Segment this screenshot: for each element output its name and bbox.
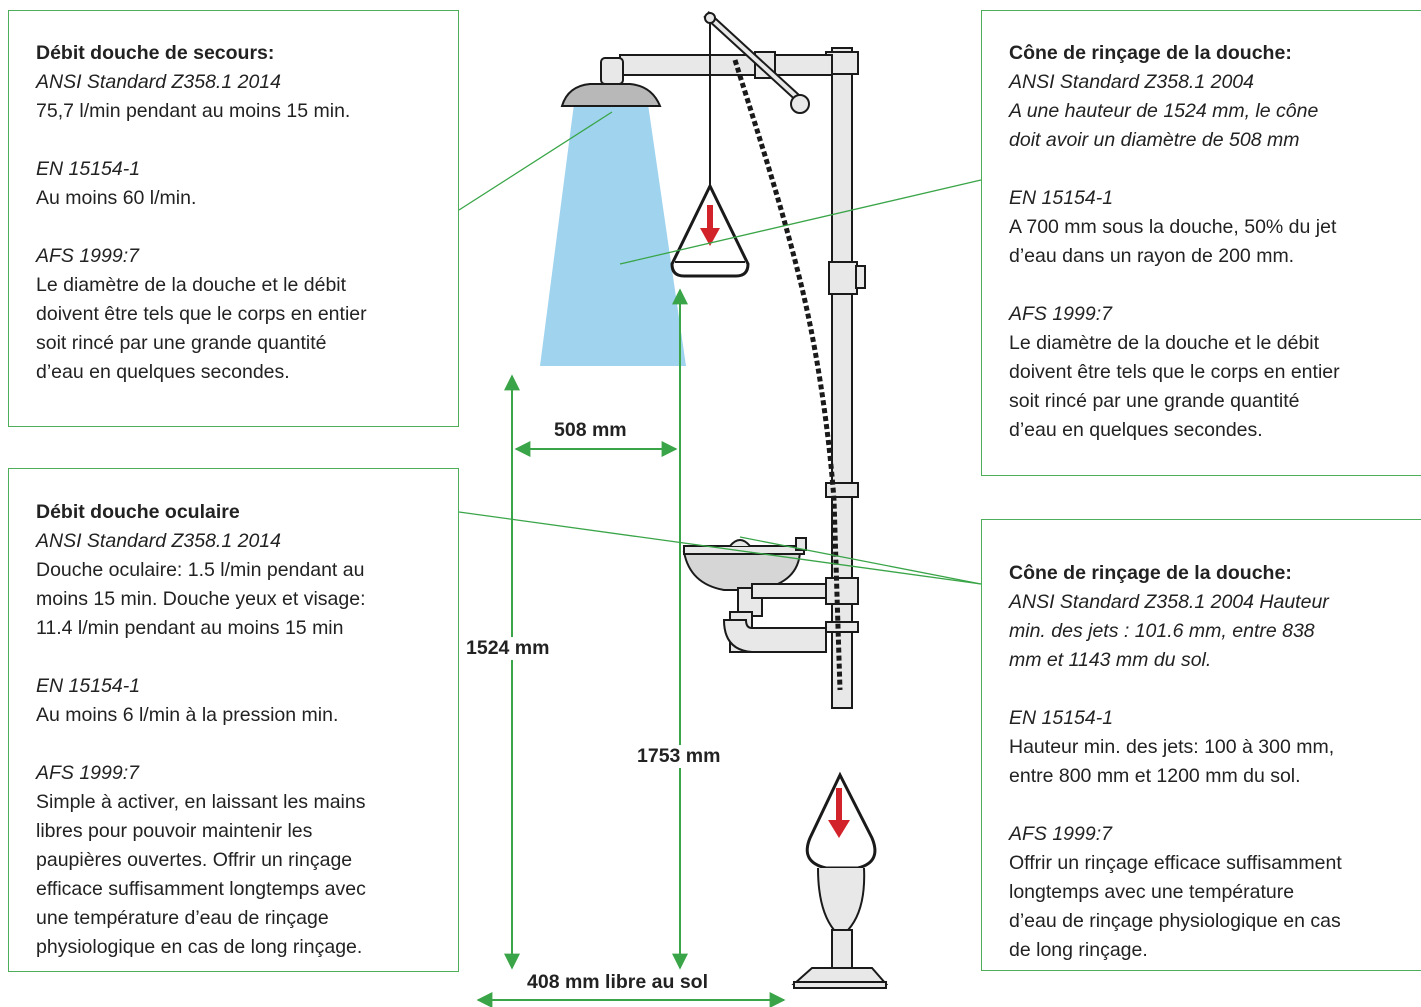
requirement-text: longtemps avec une température [1009,881,1295,903]
requirement-text: doit avoir un diamètre de 508 mm [1009,129,1300,151]
requirement-text: mm et 1143 mm du sol. [1009,649,1212,671]
requirement-text: doivent être tels que le corps en entier [1009,361,1340,383]
requirement-text: Le diamètre de la douche et le débit [1009,332,1320,354]
requirement-text: entre 800 mm et 1200 mm du sol. [1009,765,1301,787]
water-cone [540,104,686,366]
requirement-text: d’eau en quelques secondes. [36,361,290,383]
shower-arm-pipe [600,51,833,89]
requirement-text: d’eau dans un rayon de 200 mm. [1009,245,1295,267]
standard-name: EN 15154-1 [1009,707,1114,729]
requirement-text: A 700 mm sous la douche, 50% du jet [1009,216,1337,238]
cone-diameter-label: 508 mm [551,419,630,442]
pull-chain [732,59,843,691]
standard-name: ANSI Standard Z358.1 2014 [36,71,281,93]
requirement-text: Le diamètre de la douche et le débit [36,274,347,296]
requirement-text: Au moins 6 l/min à la pression min. [36,704,339,726]
shower-cone-box: Cône de rinçage de la douche: ANSI Stand… [981,10,1421,476]
box-title: Cône de rinçage de la douche: [1009,562,1292,584]
requirement-text: d’eau de rinçage physiologique en cas [1009,910,1341,932]
vertical-pipe [825,47,866,709]
requirement-text: une température d’eau de rinçage [36,907,329,929]
standard-name: EN 15154-1 [36,158,141,180]
requirement-text: 11.4 l/min pendant au moins 15 min [36,617,344,639]
floor-clearance-label: 408 mm libre au sol [524,971,711,994]
base-stand [791,929,889,989]
standard-name: ANSI Standard Z358.1 2014 [36,530,281,552]
standard-name: AFS 1999:7 [36,762,139,784]
requirement-text: A une hauteur de 1524 mm, le cône [1009,100,1319,122]
total-height-label: 1753 mm [634,745,724,768]
pull-lever [703,11,810,186]
safety-shower-flow-box: Débit douche de secours: ANSI Standard Z… [8,10,459,427]
requirement-text: libres pour pouvoir maintenir les [36,820,313,842]
requirement-text: Simple à activer, en laissant les mains [36,791,366,813]
box-title: Débit douche oculaire [36,501,240,523]
leader-lines [458,111,982,585]
requirement-text: Offrir un rinçage efficace suffisamment [1009,852,1342,874]
requirement-text: efficace suffisamment longtemps avec [36,878,366,900]
eyewash-flow-box: Débit douche oculaire ANSI Standard Z358… [8,468,459,972]
shower-pull-handle [670,182,750,278]
requirement-text: Au moins 60 l/min. [36,187,197,209]
requirement-text: d’eau en quelques secondes. [1009,419,1263,441]
standard-name: ANSI Standard Z358.1 2004 [1009,71,1254,93]
box-title: Débit douche de secours: [36,42,275,64]
standard-name: ANSI Standard Z358.1 2004 Hauteur [1009,591,1329,613]
box-title: Cône de rinçage de la douche: [1009,42,1292,64]
requirement-text: de long rinçage. [1009,939,1148,961]
requirement-text: doivent être tels que le corps en entier [36,303,367,325]
requirement-text: paupières ouvertes. Offrir un rinçage [36,849,353,871]
shower-head [560,83,662,107]
shower-height-label: 1524 mm [463,637,553,660]
requirement-text: moins 15 min. Douche yeux et visage: [36,588,366,610]
standard-name: AFS 1999:7 [36,245,139,267]
foot-pedal [805,771,877,931]
requirement-text: physiologique en cas de long rinçage. [36,936,363,958]
standard-name: AFS 1999:7 [1009,823,1112,845]
standard-name: AFS 1999:7 [1009,303,1112,325]
standard-name: EN 15154-1 [1009,187,1114,209]
standard-name: EN 15154-1 [36,675,141,697]
dimension-arrows [476,288,786,1007]
requirement-text: min. des jets : 101.6 mm, entre 838 [1009,620,1315,642]
eyewash-cone-box: Cône de rinçage de la douche: ANSI Stand… [981,519,1421,971]
requirement-text: Douche oculaire: 1.5 l/min pendant au [36,559,365,581]
requirement-text: 75,7 l/min pendant au moins 15 min. [36,100,351,122]
requirement-text: soit rincé par une grande quantité [1009,390,1300,412]
requirement-text: Hauteur min. des jets: 100 à 300 mm, [1009,736,1335,758]
eyewash-bowl [682,537,827,653]
requirement-text: soit rincé par une grande quantité [36,332,327,354]
